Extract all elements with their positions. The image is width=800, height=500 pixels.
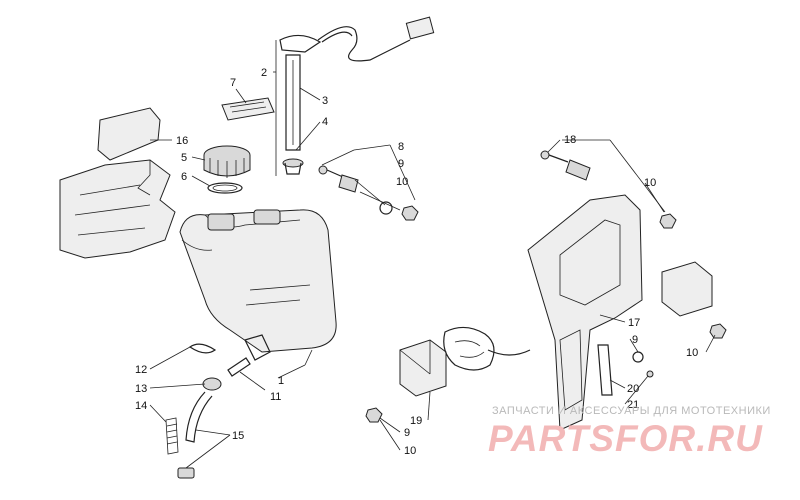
watermark-logo: PARTSFOR.RU: [488, 418, 763, 459]
callout-19: 19: [410, 415, 422, 427]
callout-10-right: 10: [686, 347, 698, 359]
decal-drawing: [221, 97, 275, 121]
callout-14: 14: [135, 400, 147, 412]
callout-9: 9: [398, 158, 404, 170]
callout-17: 17: [628, 317, 640, 329]
callout-9-lower-right: 9: [632, 334, 638, 346]
module-drawing: [365, 326, 531, 423]
callout-1: 1: [278, 375, 284, 387]
callout-10-bottom: 10: [404, 445, 416, 457]
callout-18: 18: [564, 134, 576, 146]
tank-cap-drawing: [203, 145, 251, 194]
mount-hardware-drawing: [318, 165, 419, 221]
callout-21: 21: [627, 399, 639, 411]
leader-lines: [149, 71, 716, 469]
callout-8: 8: [398, 141, 404, 153]
callout-10: 10: [396, 176, 408, 188]
fuel-fittings-drawing: [165, 343, 251, 479]
watermark-tagline: ЗАПЧАСТИ И АКСЕССУАРЫ ДЛЯ МОТОТЕХНИКИ: [492, 405, 771, 417]
fuel-sender-drawing: [275, 16, 435, 176]
callout-2: 2: [261, 67, 267, 79]
callout-5: 5: [181, 152, 187, 164]
callout-20: 20: [627, 383, 639, 395]
bracket-assembly-drawing: [527, 150, 727, 431]
grommet-drawing: [282, 158, 304, 175]
callout-10-upper-right: 10: [644, 177, 656, 189]
callout-16: 16: [176, 135, 188, 147]
callout-9-bottom: 9: [404, 427, 410, 439]
callout-13: 13: [135, 383, 147, 395]
callout-11: 11: [270, 391, 281, 403]
callout-6: 6: [181, 171, 187, 183]
callout-12: 12: [135, 364, 147, 376]
fuel-tank-drawing: [179, 209, 337, 361]
callout-7: 7: [230, 77, 236, 89]
callout-3: 3: [322, 95, 328, 107]
callout-15: 15: [232, 430, 244, 442]
heat-shield-drawing: [59, 107, 176, 259]
callout-4: 4: [322, 116, 328, 128]
